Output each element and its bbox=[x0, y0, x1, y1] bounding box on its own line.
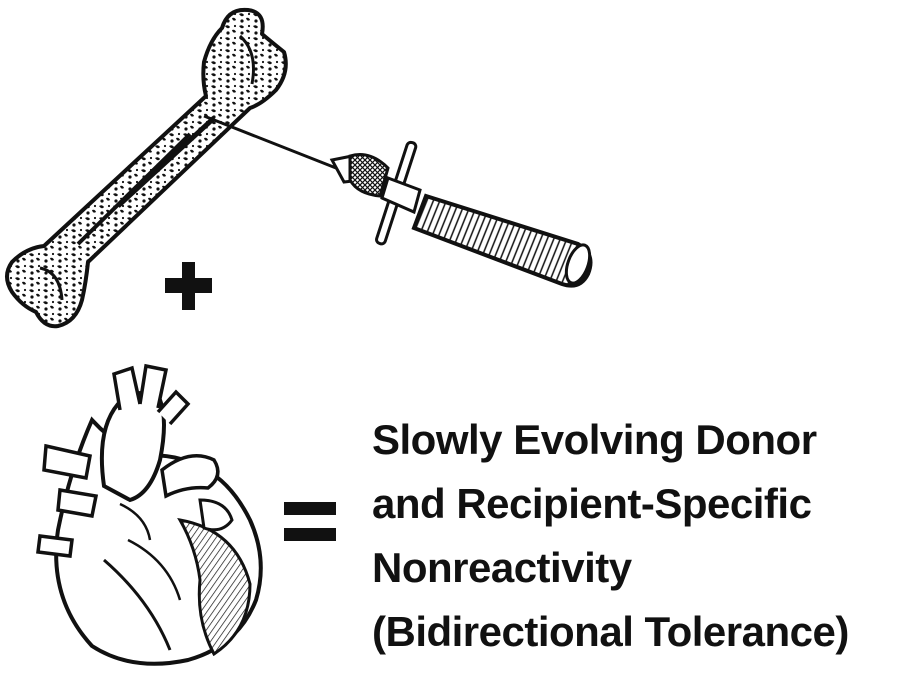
aspiration-needle-icon bbox=[204, 116, 594, 286]
caption-line-2: and Recipient-Specific bbox=[372, 472, 917, 536]
caption-line-3: Nonreactivity bbox=[372, 536, 917, 600]
equals-icon bbox=[284, 502, 336, 541]
bone-icon bbox=[7, 10, 286, 326]
tolerance-caption: Slowly Evolving Donor and Recipient-Spec… bbox=[372, 408, 917, 664]
heart-icon bbox=[38, 366, 261, 664]
caption-line-1: Slowly Evolving Donor bbox=[372, 408, 917, 472]
caption-line-4: (Bidirectional Tolerance) bbox=[372, 600, 917, 664]
plus-icon bbox=[165, 262, 212, 310]
